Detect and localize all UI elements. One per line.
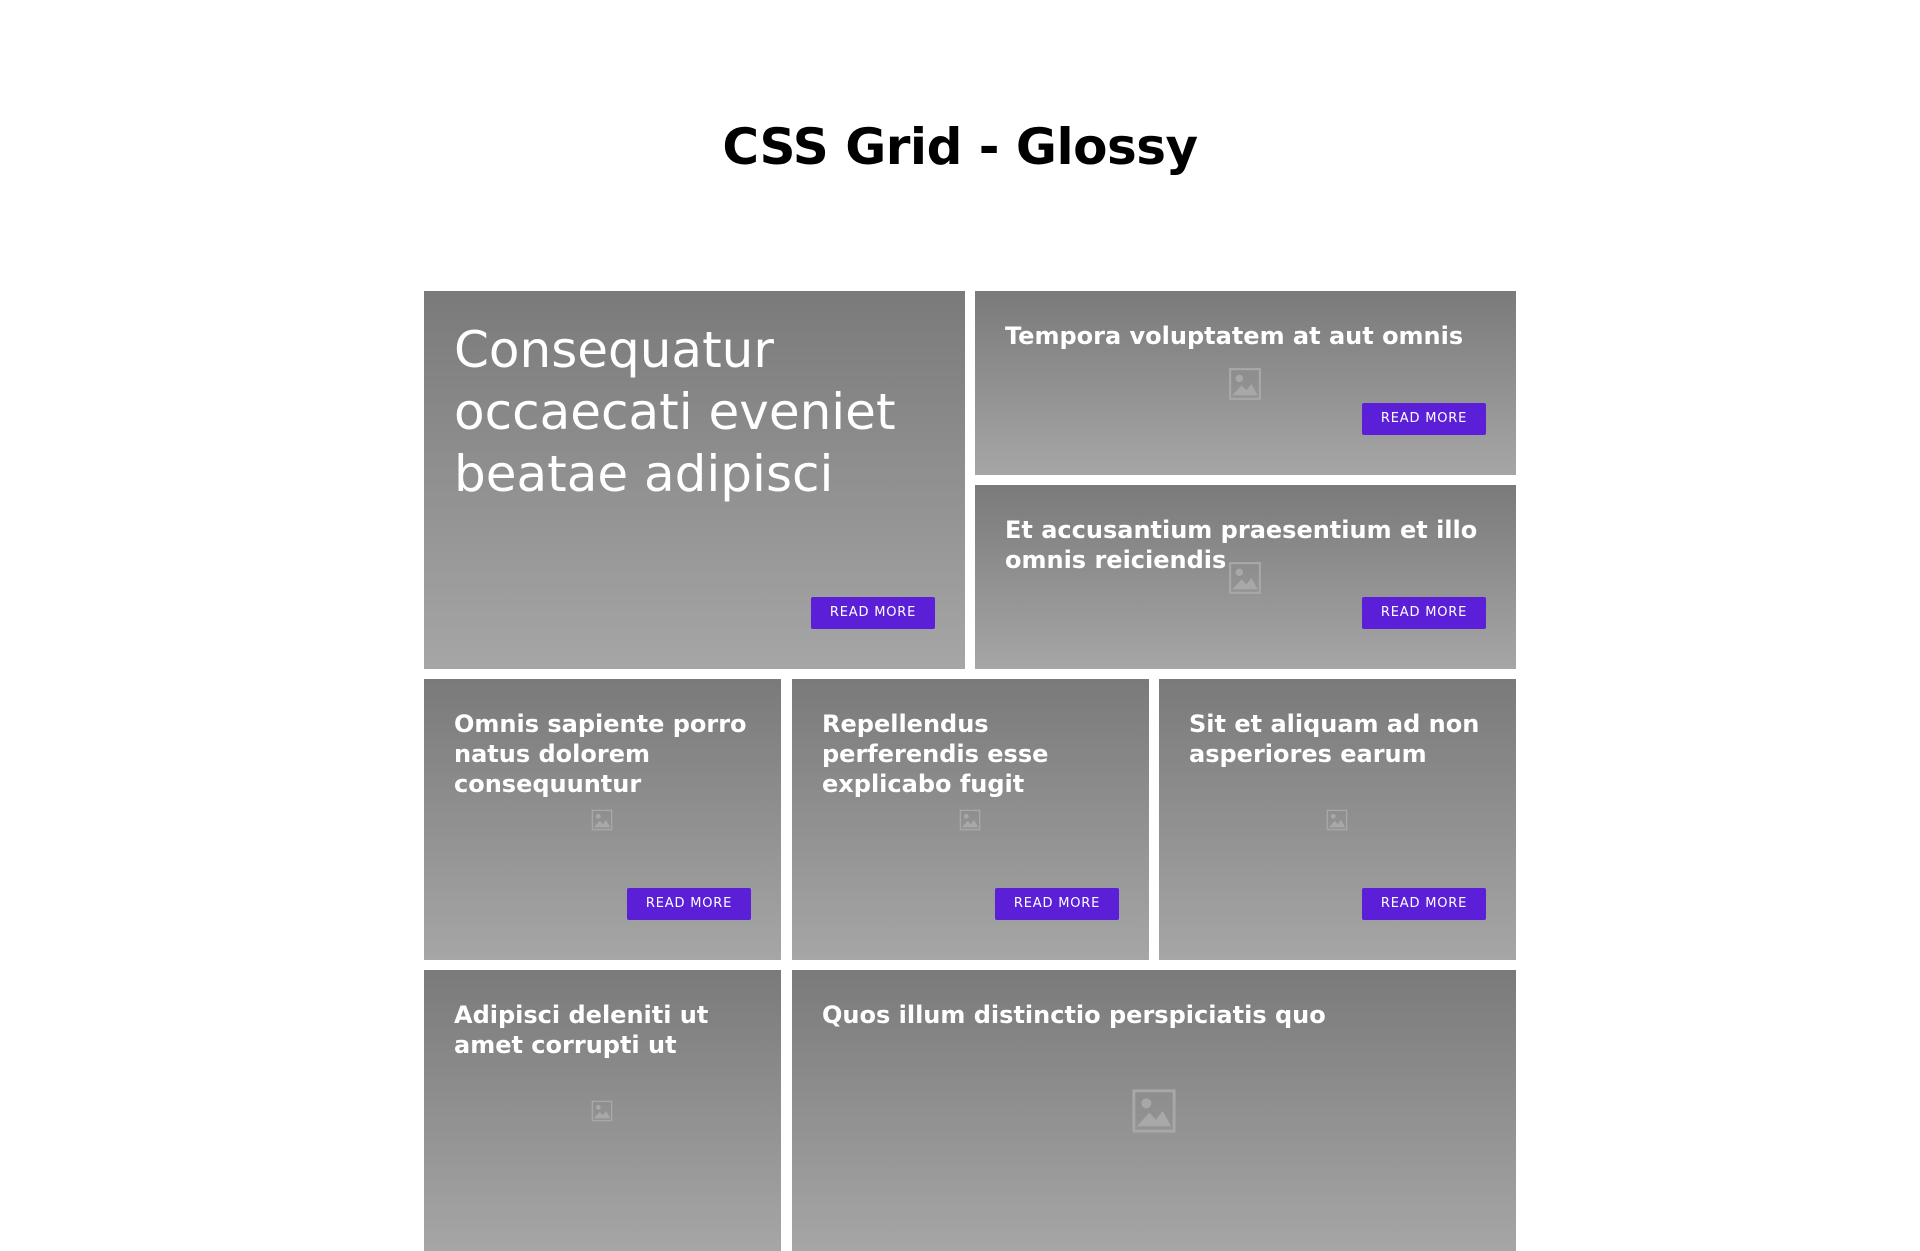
card-title: Consequatur occaecati eveniet beatae adi… [454,321,896,503]
card-title: Tempora voluptatem at aut omnis [1005,322,1464,350]
image-placeholder-icon [591,809,613,831]
image-placeholder-icon [1228,367,1262,401]
read-more-button[interactable]: READ MORE [1362,597,1486,629]
image-placeholder-icon [959,809,981,831]
card-title: Sit et aliquam ad non asperiores earum [1189,710,1480,768]
card-title: Adipisci deleniti ut amet corrupti ut [454,1001,709,1059]
read-more-button[interactable]: READ MORE [811,597,935,629]
card: Repellendus perferendis esse explicabo f… [792,679,1149,960]
card: Sit et aliquam ad non asperiores earum R… [1159,679,1516,960]
card-title: Omnis sapiente porro natus dolorem conse… [454,710,747,798]
read-more-button[interactable]: READ MORE [1362,403,1486,435]
read-more-button[interactable]: READ MORE [995,888,1119,920]
card: Omnis sapiente porro natus dolorem conse… [424,679,781,960]
image-placeholder-icon [1228,561,1262,595]
read-more-button[interactable]: READ MORE [627,888,751,920]
image-placeholder-icon [1131,1088,1177,1134]
card-title: Quos illum distinctio perspiciatis quo [822,1001,1326,1029]
card: Adipisci deleniti ut amet corrupti ut [424,970,781,1251]
read-more-button[interactable]: READ MORE [1362,888,1486,920]
page-title: CSS Grid - Glossy [722,118,1198,176]
image-placeholder-icon [591,1100,613,1122]
card: Et accusantium praesentium et illo omnis… [975,485,1516,669]
card-title: Et accusantium praesentium et illo omnis… [1005,516,1478,574]
card-title: Repellendus perferendis esse explicabo f… [822,710,1049,798]
card-featured: Consequatur occaecati eveniet beatae adi… [424,291,965,669]
card: Tempora voluptatem at aut omnis READ MOR… [975,291,1516,475]
card-wide: Quos illum distinctio perspiciatis quo [792,970,1516,1251]
image-placeholder-icon [1326,809,1348,831]
